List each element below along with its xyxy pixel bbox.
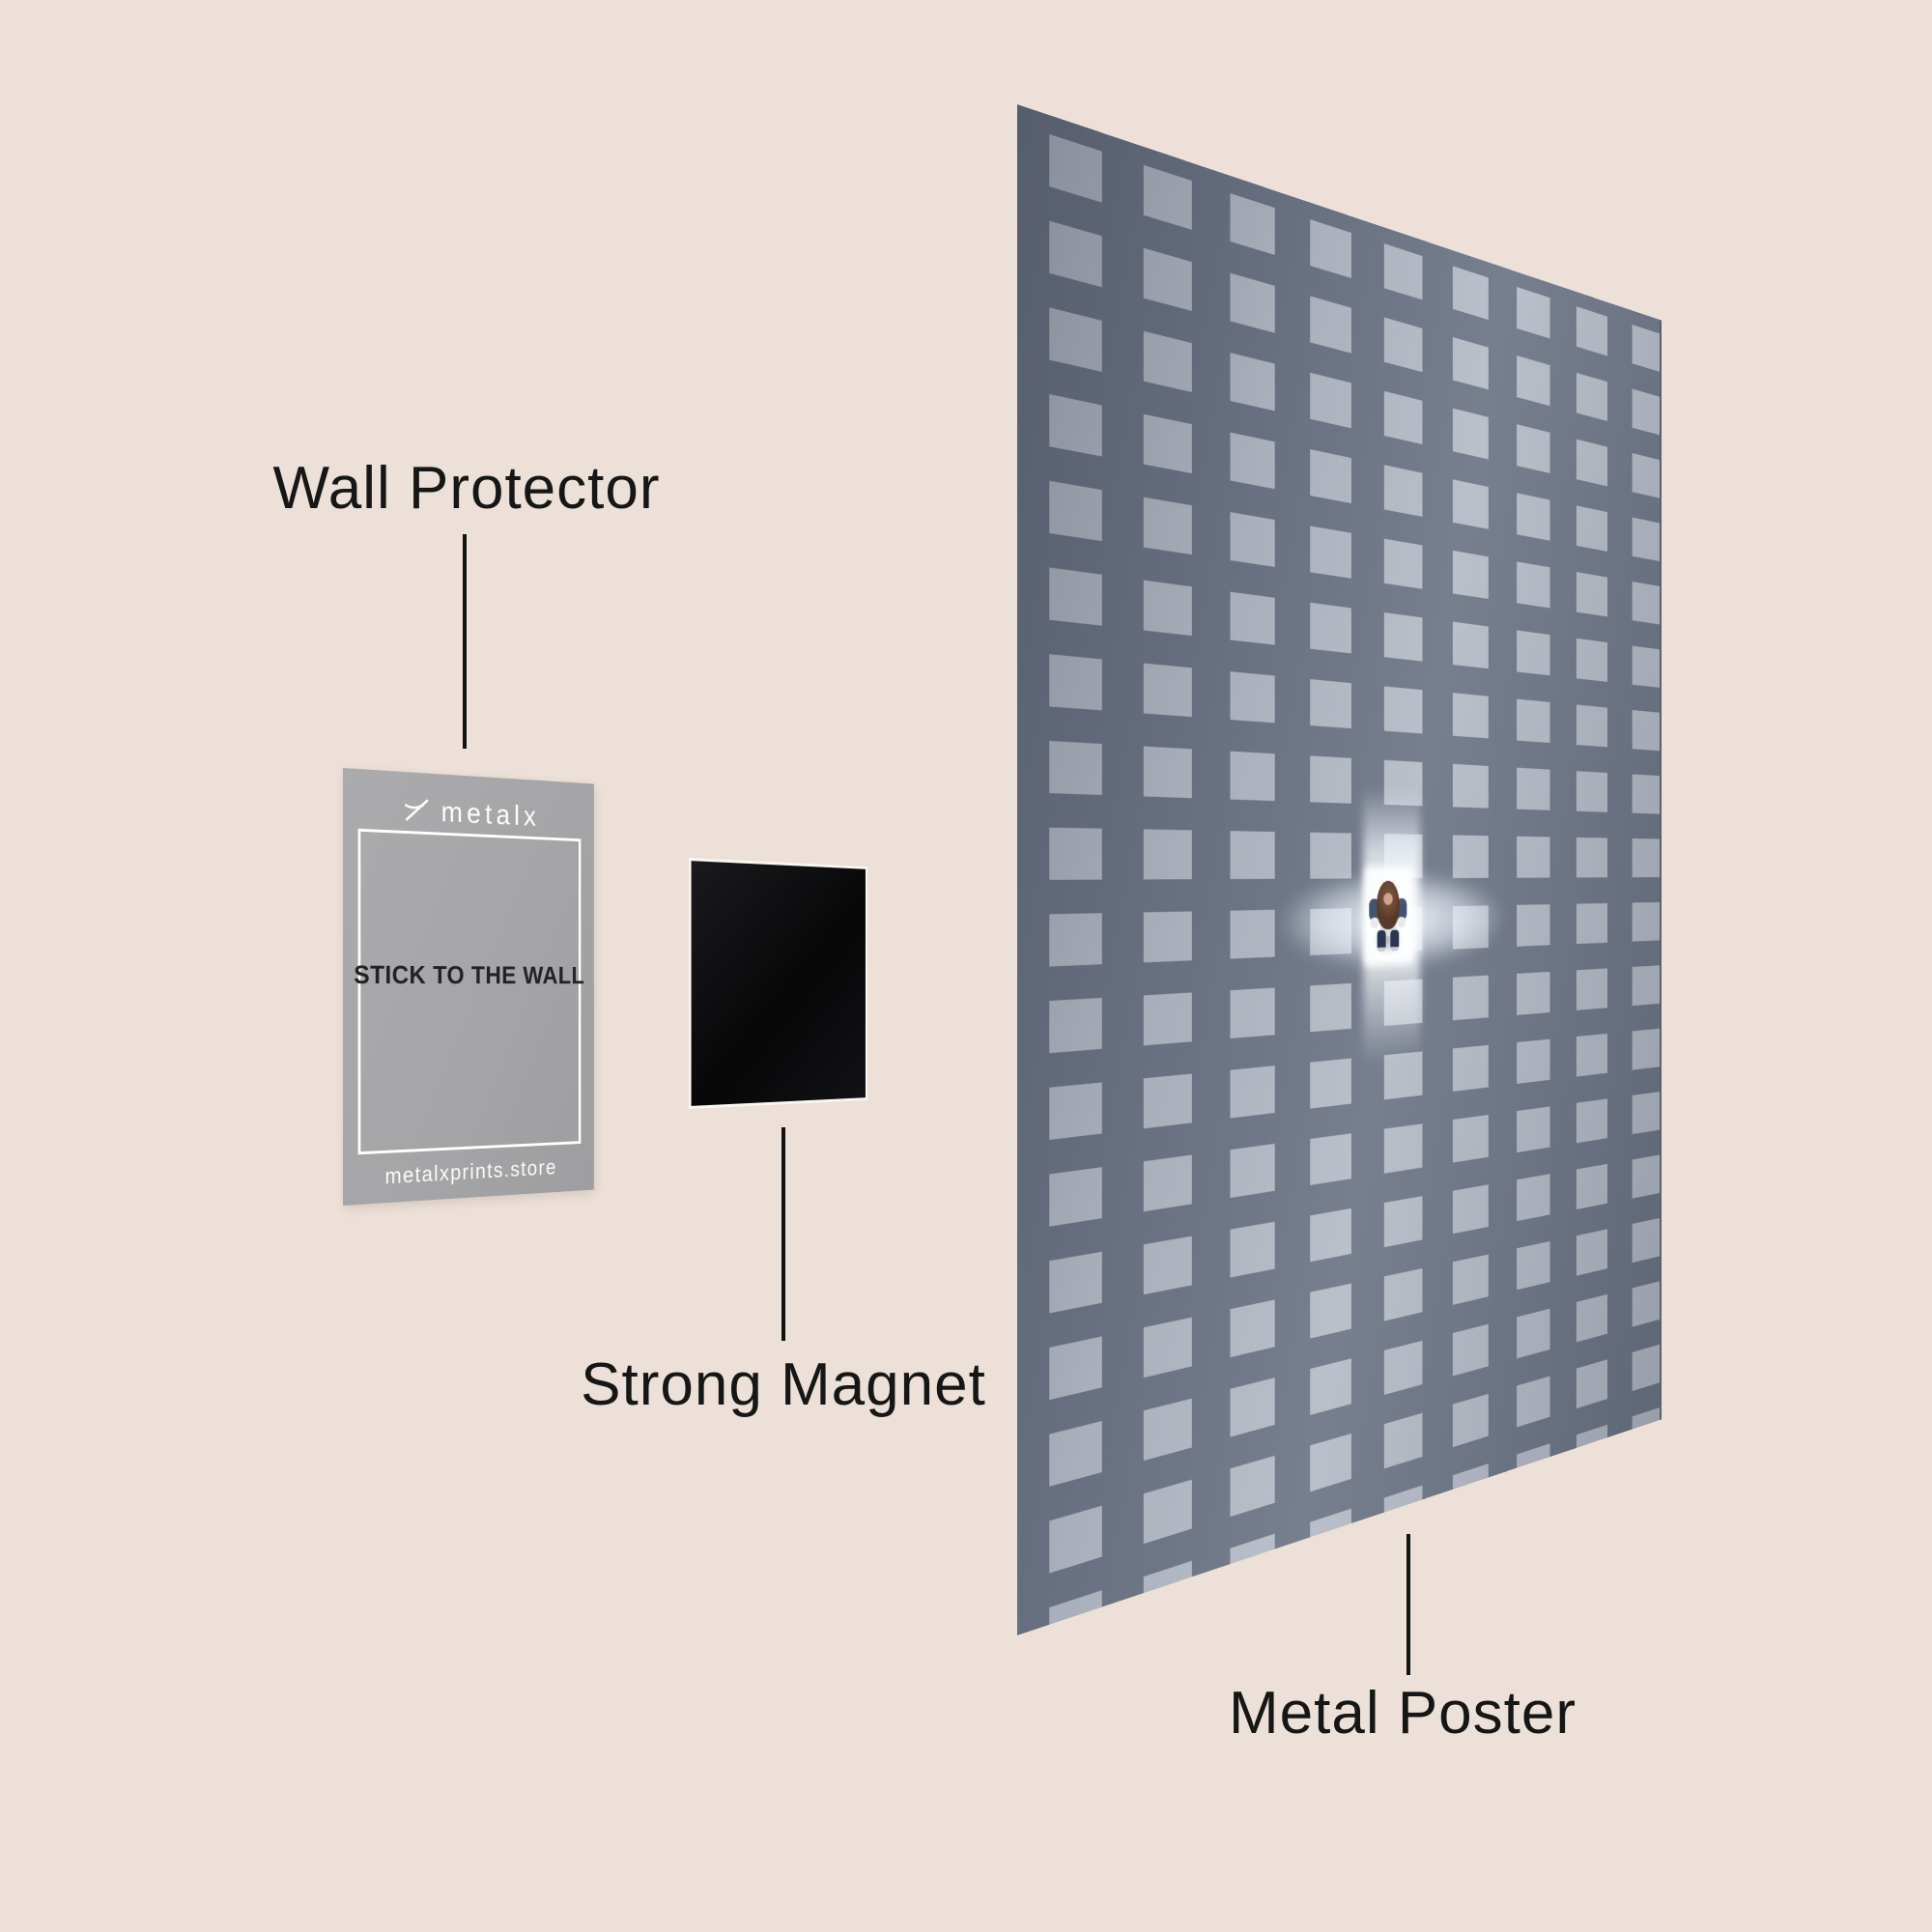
- metal-poster: [1017, 104, 1662, 1635]
- strong-magnet-square: [689, 858, 868, 1109]
- person-right-cuff: [1397, 917, 1406, 928]
- wall-protector-connector-line: [463, 534, 467, 749]
- person-left-shoe: [1377, 929, 1386, 952]
- metal-poster-connector-line: [1406, 1534, 1410, 1675]
- person-right-shoe: [1390, 929, 1400, 952]
- wall-protector-label: Wall Protector: [272, 455, 661, 522]
- card-brand-name: metalx: [440, 794, 540, 833]
- card-message-text: STICK TO THE WALL: [354, 960, 585, 990]
- metal-poster-label: Metal Poster: [1228, 1680, 1577, 1747]
- wall-protector-card: metalx STICK TO THE WALL metalxprints.st…: [343, 768, 594, 1206]
- card-website-text: metalxprints.store: [384, 1154, 557, 1189]
- card-inner-frame: [357, 828, 582, 1155]
- person-hair: [1377, 880, 1400, 930]
- strong-magnet-label: Strong Magnet: [581, 1351, 986, 1418]
- metalx-logo-icon: [404, 796, 433, 826]
- strong-magnet-connector-line: [781, 1127, 785, 1341]
- poster-person-figure: [1369, 880, 1407, 956]
